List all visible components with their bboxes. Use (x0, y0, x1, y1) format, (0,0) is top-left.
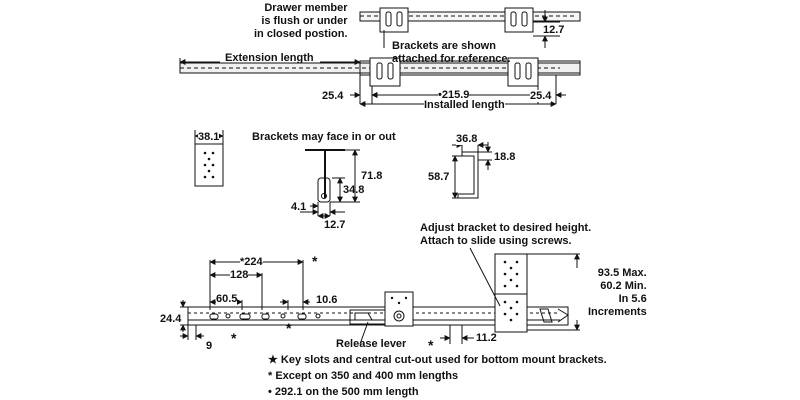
installed-length-label: Installed length (424, 99, 505, 112)
dim-mid-18-8: 18.8 (494, 151, 516, 163)
footnote-key-slots: ★ Key slots and central cut-out used for… (268, 354, 607, 366)
brackets-shown-note: Brackets are shown attached for referenc… (392, 40, 511, 65)
footnote-except-lengths: * Except on 350 and 400 mm lengths (268, 370, 459, 382)
dim-top-12-7: 12.7 (543, 24, 565, 36)
bracket-side-profile (300, 149, 360, 219)
dim-mid-12-7: 12.7 (324, 219, 346, 231)
dim-bottom-24-4: 24.4 (160, 313, 182, 325)
adjustable-bracket-view (469, 247, 580, 333)
closed-slide-view (359, 7, 581, 48)
star-mark-lever: * (428, 337, 434, 353)
dim-mid-4-1: 4.1 (291, 201, 307, 213)
extension-length-label: Extension length (225, 52, 314, 64)
dim-top-25-4-right: 25.4 (530, 90, 552, 102)
dim-mid-36-8: 36.8 (456, 133, 478, 145)
dim-mid-58-7: 58.7 (428, 171, 450, 183)
slide-bottom-view (180, 259, 569, 345)
dim-top-215-9: •215.9 (438, 89, 470, 101)
release-lever-label: Release lever (336, 338, 407, 350)
dim-bottom-10-6: 10.6 (316, 294, 338, 306)
extended-slide-view (179, 57, 581, 107)
star-mark-1: * (312, 253, 318, 269)
dim-mid-71-8: 71.8 (361, 170, 383, 182)
dim-mid-38-1: 38.1 (198, 131, 220, 143)
star-mark-3: * (286, 320, 292, 336)
dim-bottom-60-5: 60.5 (216, 293, 238, 305)
dim-bottom-11-2: 11.2 (476, 332, 497, 344)
footnote-500mm: • 292.1 on the 500 mm length (268, 386, 419, 398)
dim-bottom-9: 9 (206, 340, 213, 352)
dim-top-25-4-left: 25.4 (322, 90, 344, 102)
height-range-note: 93.5 Max. 60.2 Min. In 5.6 Increments (588, 267, 647, 318)
drawer-member-note: Drawer member is flush or under in close… (254, 2, 348, 40)
dim-bottom-128: 128 (230, 269, 249, 281)
l-bracket-view (452, 142, 492, 199)
dim-bottom-224: *224 (240, 256, 263, 268)
dim-mid-34-8: 34.8 (343, 184, 365, 196)
footnotes: ★ Key slots and central cut-out used for… (268, 352, 607, 400)
brackets-face-note: Brackets may face in or out (252, 131, 396, 143)
adjust-bracket-note: Adjust bracket to desired height. Attach… (420, 222, 592, 247)
star-mark-2: * (231, 330, 237, 346)
